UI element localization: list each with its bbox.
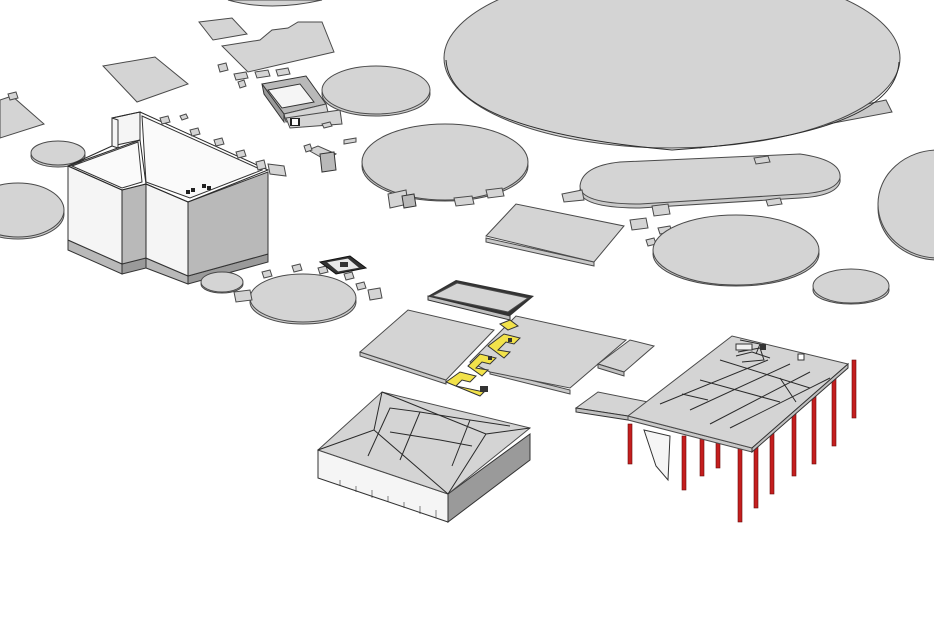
small-detail-object[interactable] [318,255,368,275]
large-floor-slab-right[interactable] [469,315,656,395]
disc-left-medium[interactable] [0,182,65,240]
hipped-roof-building[interactable] [317,391,532,524]
columned-roof-structure[interactable] [574,335,857,523]
disc-medium-top[interactable] [321,65,431,117]
disc-center-left[interactable] [200,263,383,325]
top-disc-fragment[interactable] [227,0,323,7]
slab-center[interactable] [485,203,625,267]
selected-elements[interactable] [444,319,521,397]
disc-right[interactable] [652,214,820,287]
disc-left-small[interactable] [30,140,86,168]
disc-far-right[interactable] [877,149,934,261]
disc-center[interactable] [361,123,529,209]
disc-right-small[interactable] [812,268,890,305]
rounded-slab[interactable] [561,153,841,247]
large-disc-massing[interactable] [443,0,901,151]
open-box-structure[interactable] [261,75,343,129]
large-floor-slab-left[interactable] [359,309,495,385]
tall-building[interactable] [67,111,287,285]
small-blocks-center[interactable] [179,113,357,173]
framed-slab[interactable] [427,280,534,321]
small-slabs-top-left[interactable] [0,17,335,139]
